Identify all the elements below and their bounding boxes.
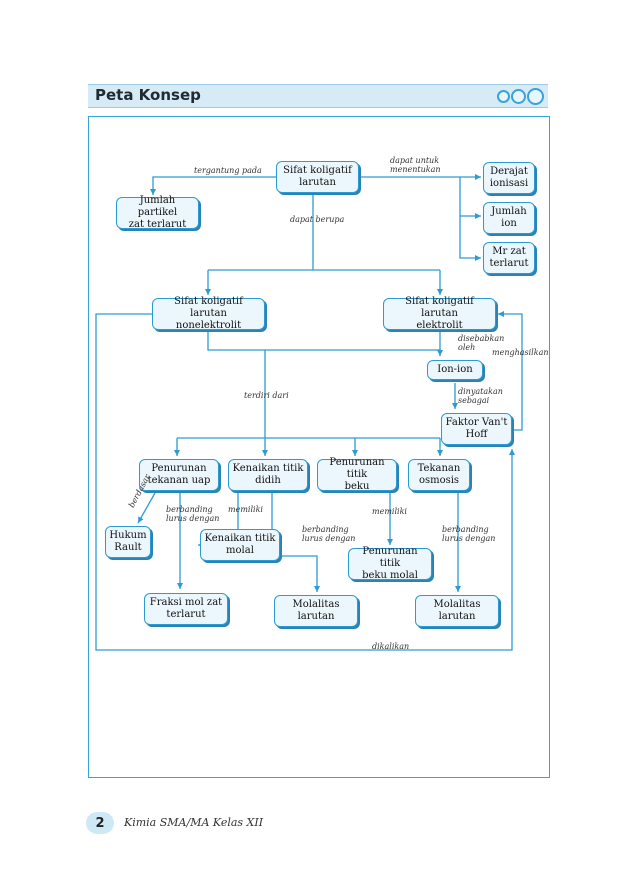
node-elektrolit: Sifat koligatif larutan elektrolit bbox=[383, 296, 496, 331]
section-title: Peta Konsep bbox=[95, 86, 201, 104]
node-derajat-ionisasi: Derajat ionisasi bbox=[483, 162, 535, 194]
page-number: 2 bbox=[86, 812, 114, 834]
node-mr-zat: Mr zat terlarut bbox=[483, 242, 535, 274]
node-tekanan-osmosis: Tekanan osmosis bbox=[408, 459, 470, 491]
node-hukum-rault: Hukum Rault bbox=[105, 526, 151, 558]
label-dapat-berupa: dapat berupa bbox=[290, 215, 345, 224]
node-faktor-vant-hoff: Faktor Van't Hoff bbox=[441, 413, 512, 445]
label-berbanding-3: berbanding lurus dengan bbox=[442, 525, 496, 543]
label-dikalikan: dikalikan bbox=[372, 642, 410, 651]
node-kenaikan-titik-molal: Kenaikan titik molal bbox=[200, 529, 280, 561]
label-tergantung-pada: tergantung pada bbox=[194, 166, 262, 175]
header-decoration-icon bbox=[497, 88, 544, 105]
node-jumlah-partikel: Jumlah partikel zat terlarut bbox=[116, 195, 199, 230]
node-penurunan-titik-beku-molal: Penurunan titik beku molal bbox=[348, 546, 432, 581]
label-memiliki-2: memiliki bbox=[372, 507, 407, 516]
label-memiliki-1: memiliki bbox=[228, 505, 263, 514]
label-dapat-untuk: dapat untuk menentukan bbox=[390, 156, 441, 174]
node-nonelektrolit: Sifat koligatif larutan nonelektrolit bbox=[152, 296, 265, 331]
section-header: Peta Konsep bbox=[88, 84, 548, 108]
node-molalitas-2: Molalitas larutan bbox=[415, 595, 499, 627]
node-sifat-koligatif: Sifat koligatif larutan bbox=[276, 161, 359, 193]
book-title: Kimia SMA/MA Kelas XII bbox=[124, 816, 264, 829]
label-disebabkan-oleh: disebabkan oleh bbox=[458, 334, 505, 352]
node-kenaikan-titik-didih: Kenaikan titik didih bbox=[228, 459, 308, 491]
node-penurunan-tekanan-uap: Penurunan tekanan uap bbox=[139, 459, 219, 491]
concept-map-frame bbox=[88, 116, 550, 778]
node-jumlah-ion: Jumlah ion bbox=[483, 202, 535, 234]
node-molalitas-1: Molalitas larutan bbox=[274, 595, 358, 627]
node-ion-ion: Ion-ion bbox=[427, 360, 483, 380]
label-berbanding-2: berbanding lurus dengan bbox=[302, 525, 356, 543]
label-dinyatakan-sebagai: dinyatakan sebagai bbox=[458, 387, 503, 405]
label-menghasilkan: menghasilkan bbox=[492, 348, 549, 357]
node-fraksi-mol: Fraksi mol zat terlarut bbox=[144, 593, 228, 625]
label-terdiri-dari: terdiri dari bbox=[244, 391, 289, 400]
label-berbanding-1: berbanding lurus dengan bbox=[166, 505, 220, 523]
node-penurunan-titik-beku: Penurunan titik beku bbox=[317, 457, 397, 492]
